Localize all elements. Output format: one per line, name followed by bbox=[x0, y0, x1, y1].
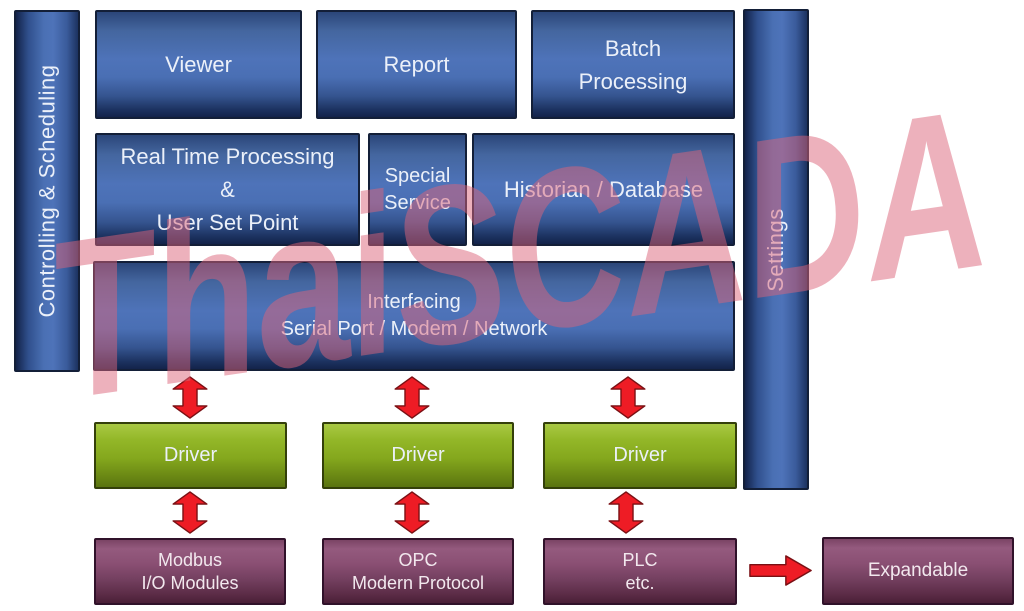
modbus-label-line1: Modbus bbox=[157, 549, 223, 570]
driver-box-1: Driver bbox=[94, 422, 287, 489]
endpoint-box-opc: OPC Modern Protocol bbox=[322, 538, 514, 605]
realtime-label-line3: User Set Point bbox=[156, 210, 299, 235]
batch-label-line2: Processing bbox=[578, 68, 688, 94]
batch-processing-box: Batch Processing bbox=[531, 10, 735, 119]
expandable-box: Expandable bbox=[822, 537, 1014, 605]
endpoint-box-plc: PLC etc. bbox=[543, 538, 737, 605]
driver-label: Driver bbox=[391, 444, 445, 466]
right-arrow-icon bbox=[749, 555, 812, 586]
expandable-label: Expandable bbox=[867, 560, 969, 581]
interfacing-box: Interfacing Serial Port / Modem / Networ… bbox=[93, 261, 735, 371]
special-service-label-line2: Service bbox=[384, 191, 451, 214]
report-box: Report bbox=[316, 10, 517, 119]
driver-label: Driver bbox=[613, 444, 667, 466]
historian-label: Historian / Database bbox=[503, 176, 704, 202]
plc-label-line1: PLC bbox=[622, 549, 658, 570]
report-label: Report bbox=[383, 51, 450, 77]
special-service-label-line1: Special bbox=[384, 164, 451, 187]
realtime-label-line1: Real Time Processing bbox=[120, 144, 335, 169]
historian-database-box: Historian / Database bbox=[472, 133, 735, 246]
interfacing-label-line1: Interfacing bbox=[367, 291, 461, 313]
viewer-label: Viewer bbox=[165, 51, 232, 77]
special-service-box: Special Service bbox=[368, 133, 467, 246]
batch-label-line1: Batch bbox=[604, 35, 662, 61]
endpoint-box-modbus: Modbus I/O Modules bbox=[94, 538, 286, 605]
double-arrow-icon bbox=[610, 376, 646, 419]
opc-label-line1: OPC bbox=[398, 549, 438, 570]
double-arrow-icon bbox=[608, 491, 644, 534]
double-arrow-icon bbox=[172, 376, 208, 419]
realtime-processing-box: Real Time Processing & User Set Point bbox=[95, 133, 360, 246]
double-arrow-icon bbox=[394, 376, 430, 419]
driver-label: Driver bbox=[163, 444, 218, 466]
viewer-box: Viewer bbox=[95, 10, 302, 119]
settings-bar: Settings bbox=[743, 9, 809, 490]
driver-box-2: Driver bbox=[322, 422, 514, 489]
controlling-scheduling-label: Controlling & Scheduling bbox=[34, 64, 59, 318]
opc-label-line2: Modern Protocol bbox=[351, 572, 485, 593]
modbus-label-line2: I/O Modules bbox=[141, 572, 239, 593]
controlling-scheduling-bar: Controlling & Scheduling bbox=[14, 10, 80, 372]
driver-box-3: Driver bbox=[543, 422, 737, 489]
interfacing-label-line2: Serial Port / Modem / Network bbox=[280, 318, 548, 340]
realtime-label-line2: & bbox=[220, 177, 235, 202]
double-arrow-icon bbox=[394, 491, 430, 534]
double-arrow-icon bbox=[172, 491, 208, 534]
plc-label-line2: etc. bbox=[625, 572, 655, 593]
settings-label: Settings bbox=[763, 207, 788, 292]
